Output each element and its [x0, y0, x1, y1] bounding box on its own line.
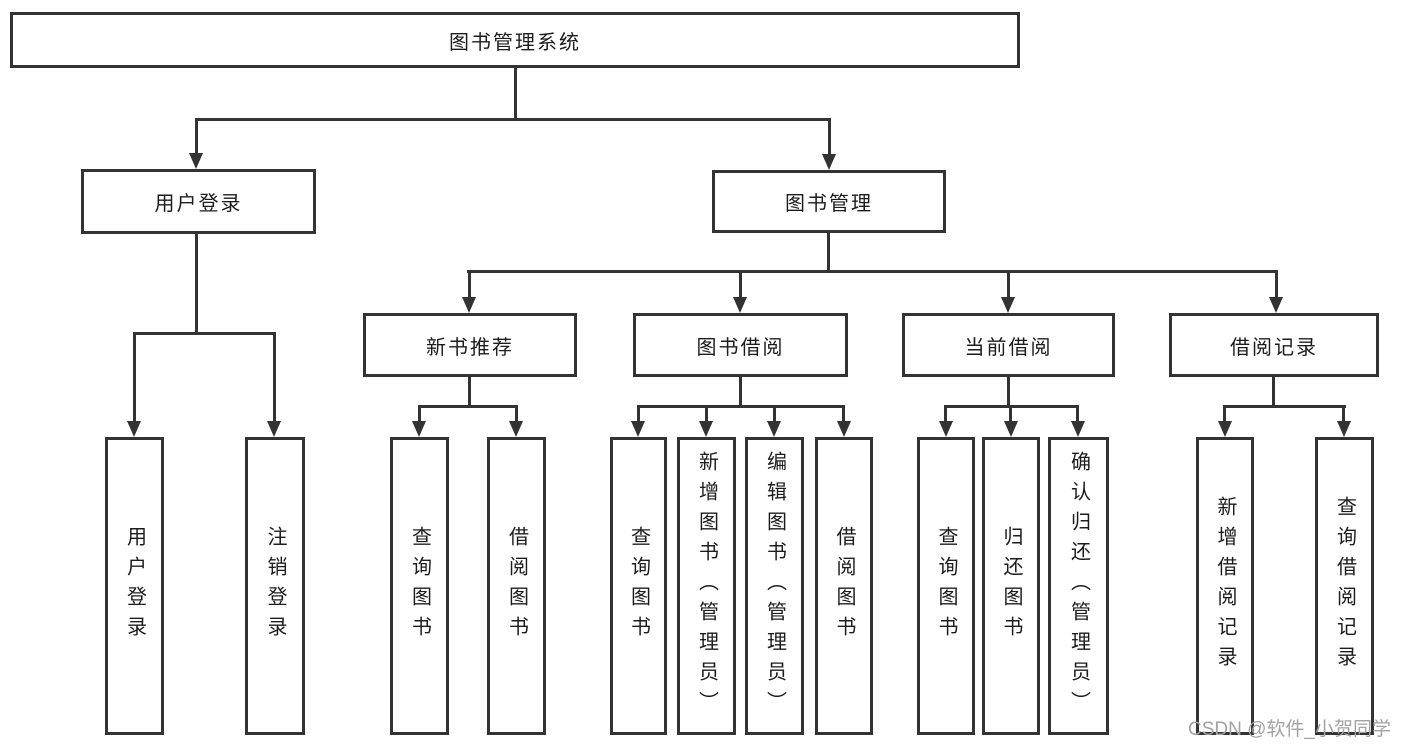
- connector-drop-leaf: [418, 405, 421, 423]
- node-borrow-records: 借阅记录: [1169, 313, 1379, 377]
- node-new-book-recommend: 新书推荐: [363, 313, 577, 377]
- arrow-down-icon: [412, 421, 426, 437]
- connector-user-login-hbar: [133, 332, 276, 335]
- connector-drop-leaf: [1076, 405, 1079, 423]
- arrow-down-icon: [1001, 297, 1015, 313]
- connector-book-borrow-hbar: [637, 405, 845, 408]
- connector-drop-leaf: [1223, 405, 1226, 423]
- node-current-borrow: 当前借阅: [902, 313, 1115, 377]
- connector-drop-leaf: [842, 405, 845, 423]
- node-book-borrow: 图书借阅: [633, 313, 848, 377]
- connector-drop-leaf: [273, 332, 276, 423]
- arrow-down-icon: [939, 421, 953, 437]
- connector-borrow-records-trunk: [1272, 377, 1275, 408]
- leaf-borrow-edit-books-admin: 编辑图书（管理员）: [745, 437, 804, 735]
- connector-drop-book-management: [828, 118, 831, 155]
- connector-root-trunk: [514, 68, 517, 121]
- arrow-down-icon: [189, 153, 203, 169]
- arrow-down-icon: [822, 154, 836, 170]
- arrow-down-icon: [837, 421, 851, 437]
- arrow-down-icon: [127, 421, 141, 437]
- leaf-borrow-borrow-books: 借阅图书: [815, 437, 873, 735]
- arrow-down-icon: [1269, 297, 1283, 313]
- leaf-logout: 注销登录: [245, 437, 305, 735]
- connector-book-management-trunk: [827, 233, 830, 273]
- arrow-down-icon: [509, 421, 523, 437]
- connector-drop-borrow-records: [1275, 270, 1278, 299]
- leaf-records-add-record: 新增借阅记录: [1196, 437, 1254, 735]
- connector-root-hbar: [195, 118, 831, 121]
- leaf-borrow-add-books-admin: 新增图书（管理员）: [677, 437, 736, 735]
- connector-user-login-trunk: [195, 234, 198, 334]
- connector-drop-leaf: [773, 405, 776, 423]
- leaf-records-query-record: 查询借阅记录: [1315, 437, 1374, 735]
- node-system-root: 图书管理系统: [10, 12, 1020, 68]
- arrow-down-icon: [699, 421, 713, 437]
- connector-drop-leaf: [1009, 405, 1012, 423]
- leaf-current-query-books: 查询图书: [917, 437, 975, 735]
- node-user-login: 用户登录: [81, 169, 316, 234]
- arrow-down-icon: [767, 421, 781, 437]
- connector-drop-leaf: [1342, 405, 1345, 423]
- arrow-down-icon: [631, 421, 645, 437]
- connector-drop-current-borrow: [1007, 270, 1010, 299]
- arrow-down-icon: [1218, 421, 1232, 437]
- connector-book-management-hbar: [467, 270, 1278, 273]
- watermark: CSDN @软件_小贺同学: [1188, 719, 1391, 740]
- leaf-newbook-borrow-books: 借阅图书: [487, 437, 546, 735]
- connector-drop-leaf: [515, 405, 518, 423]
- connector-current-borrow-trunk: [1007, 377, 1010, 408]
- connector-drop-book-borrow: [739, 270, 742, 299]
- connector-drop-leaf: [944, 405, 947, 423]
- leaf-newbook-query-books: 查询图书: [390, 437, 449, 735]
- arrow-down-icon: [267, 421, 281, 437]
- leaf-borrow-query-books: 查询图书: [610, 437, 667, 735]
- arrow-down-icon: [462, 297, 476, 313]
- connector-new-book-trunk: [468, 377, 471, 408]
- connector-drop-leaf: [705, 405, 708, 423]
- arrow-down-icon: [733, 297, 747, 313]
- connector-book-borrow-trunk: [739, 377, 742, 408]
- leaf-current-confirm-return-admin: 确认归还（管理员）: [1048, 437, 1109, 735]
- connector-borrow-records-hbar: [1223, 405, 1346, 408]
- leaf-current-return-books: 归还图书: [982, 437, 1040, 735]
- connector-drop-leaf: [637, 405, 640, 423]
- leaf-user-login: 用户登录: [105, 437, 164, 735]
- arrow-down-icon: [1337, 421, 1351, 437]
- node-book-management: 图书管理: [712, 170, 946, 233]
- connector-new-book-hbar: [418, 405, 518, 408]
- connector-drop-leaf: [133, 332, 136, 423]
- arrow-down-icon: [1071, 421, 1085, 437]
- arrow-down-icon: [1004, 421, 1018, 437]
- connector-drop-user-login: [195, 118, 198, 155]
- connector-drop-new-book-recommend: [468, 270, 471, 299]
